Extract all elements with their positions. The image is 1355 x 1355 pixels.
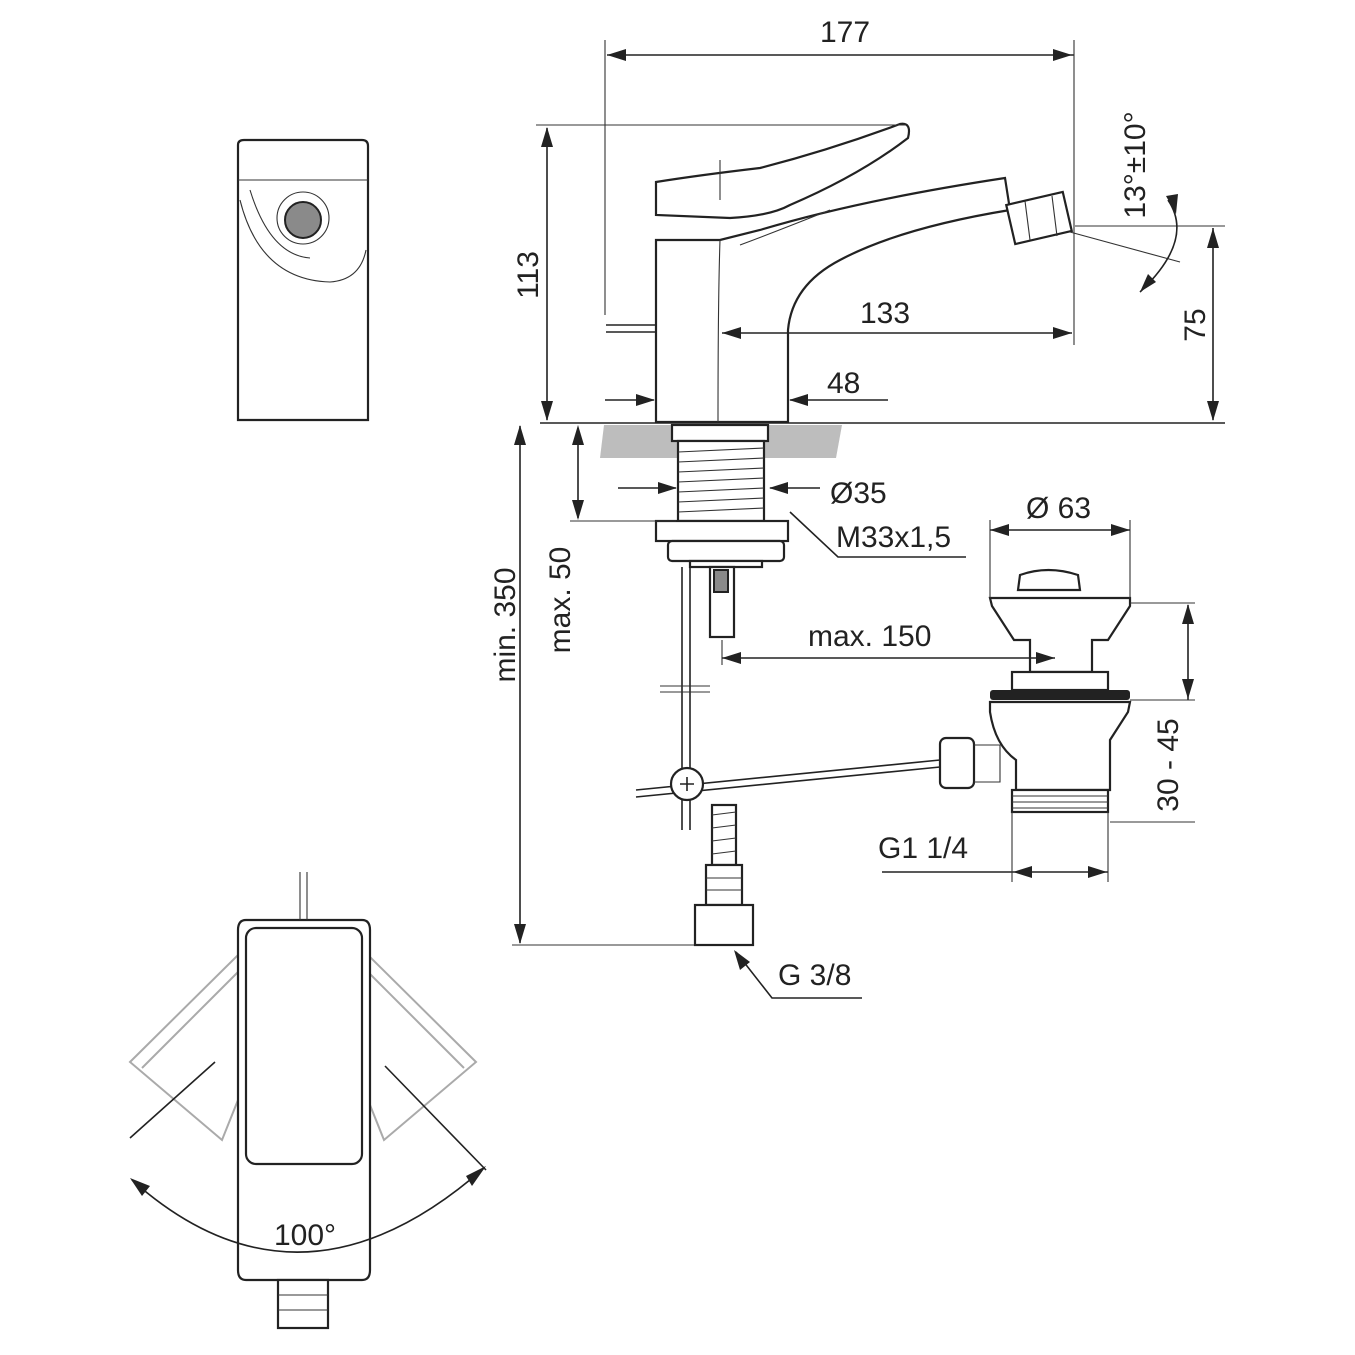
- spout-aerator: [1004, 190, 1074, 246]
- dim-133: 133: [860, 297, 910, 330]
- outlet-nozzle: [284, 201, 322, 239]
- dim-waste-diameter: Ø 63: [1026, 492, 1091, 525]
- dim-75: 75: [1179, 308, 1212, 341]
- dim-thread: M33x1,5: [836, 521, 951, 554]
- supply-hose: [693, 803, 755, 947]
- dim-hole-diameter: Ø35: [830, 477, 887, 510]
- shank: [654, 423, 790, 639]
- popup-rod: [635, 567, 941, 830]
- dim-min-350: min. 350: [489, 567, 522, 682]
- dim-48: 48: [827, 367, 860, 400]
- dim-113: 113: [512, 251, 545, 299]
- dim-max-150: max. 150: [808, 620, 931, 653]
- dim-supply-thread: G 3/8: [778, 959, 851, 992]
- arrowheads: [130, 49, 1219, 1196]
- front-view: [236, 138, 370, 422]
- dim-waste-range: 30 - 45: [1152, 718, 1185, 811]
- dim-tilt-angle: 13°±10°: [1119, 111, 1152, 218]
- top-view: [128, 872, 487, 1330]
- dim-177: 177: [820, 16, 870, 49]
- waste-fitting: [938, 568, 1132, 814]
- side-view: [606, 122, 1074, 424]
- dim-waste-thread: G1 1/4: [878, 832, 968, 865]
- dim-max-50: max. 50: [544, 547, 577, 654]
- dim-rotation: 100°: [274, 1219, 336, 1252]
